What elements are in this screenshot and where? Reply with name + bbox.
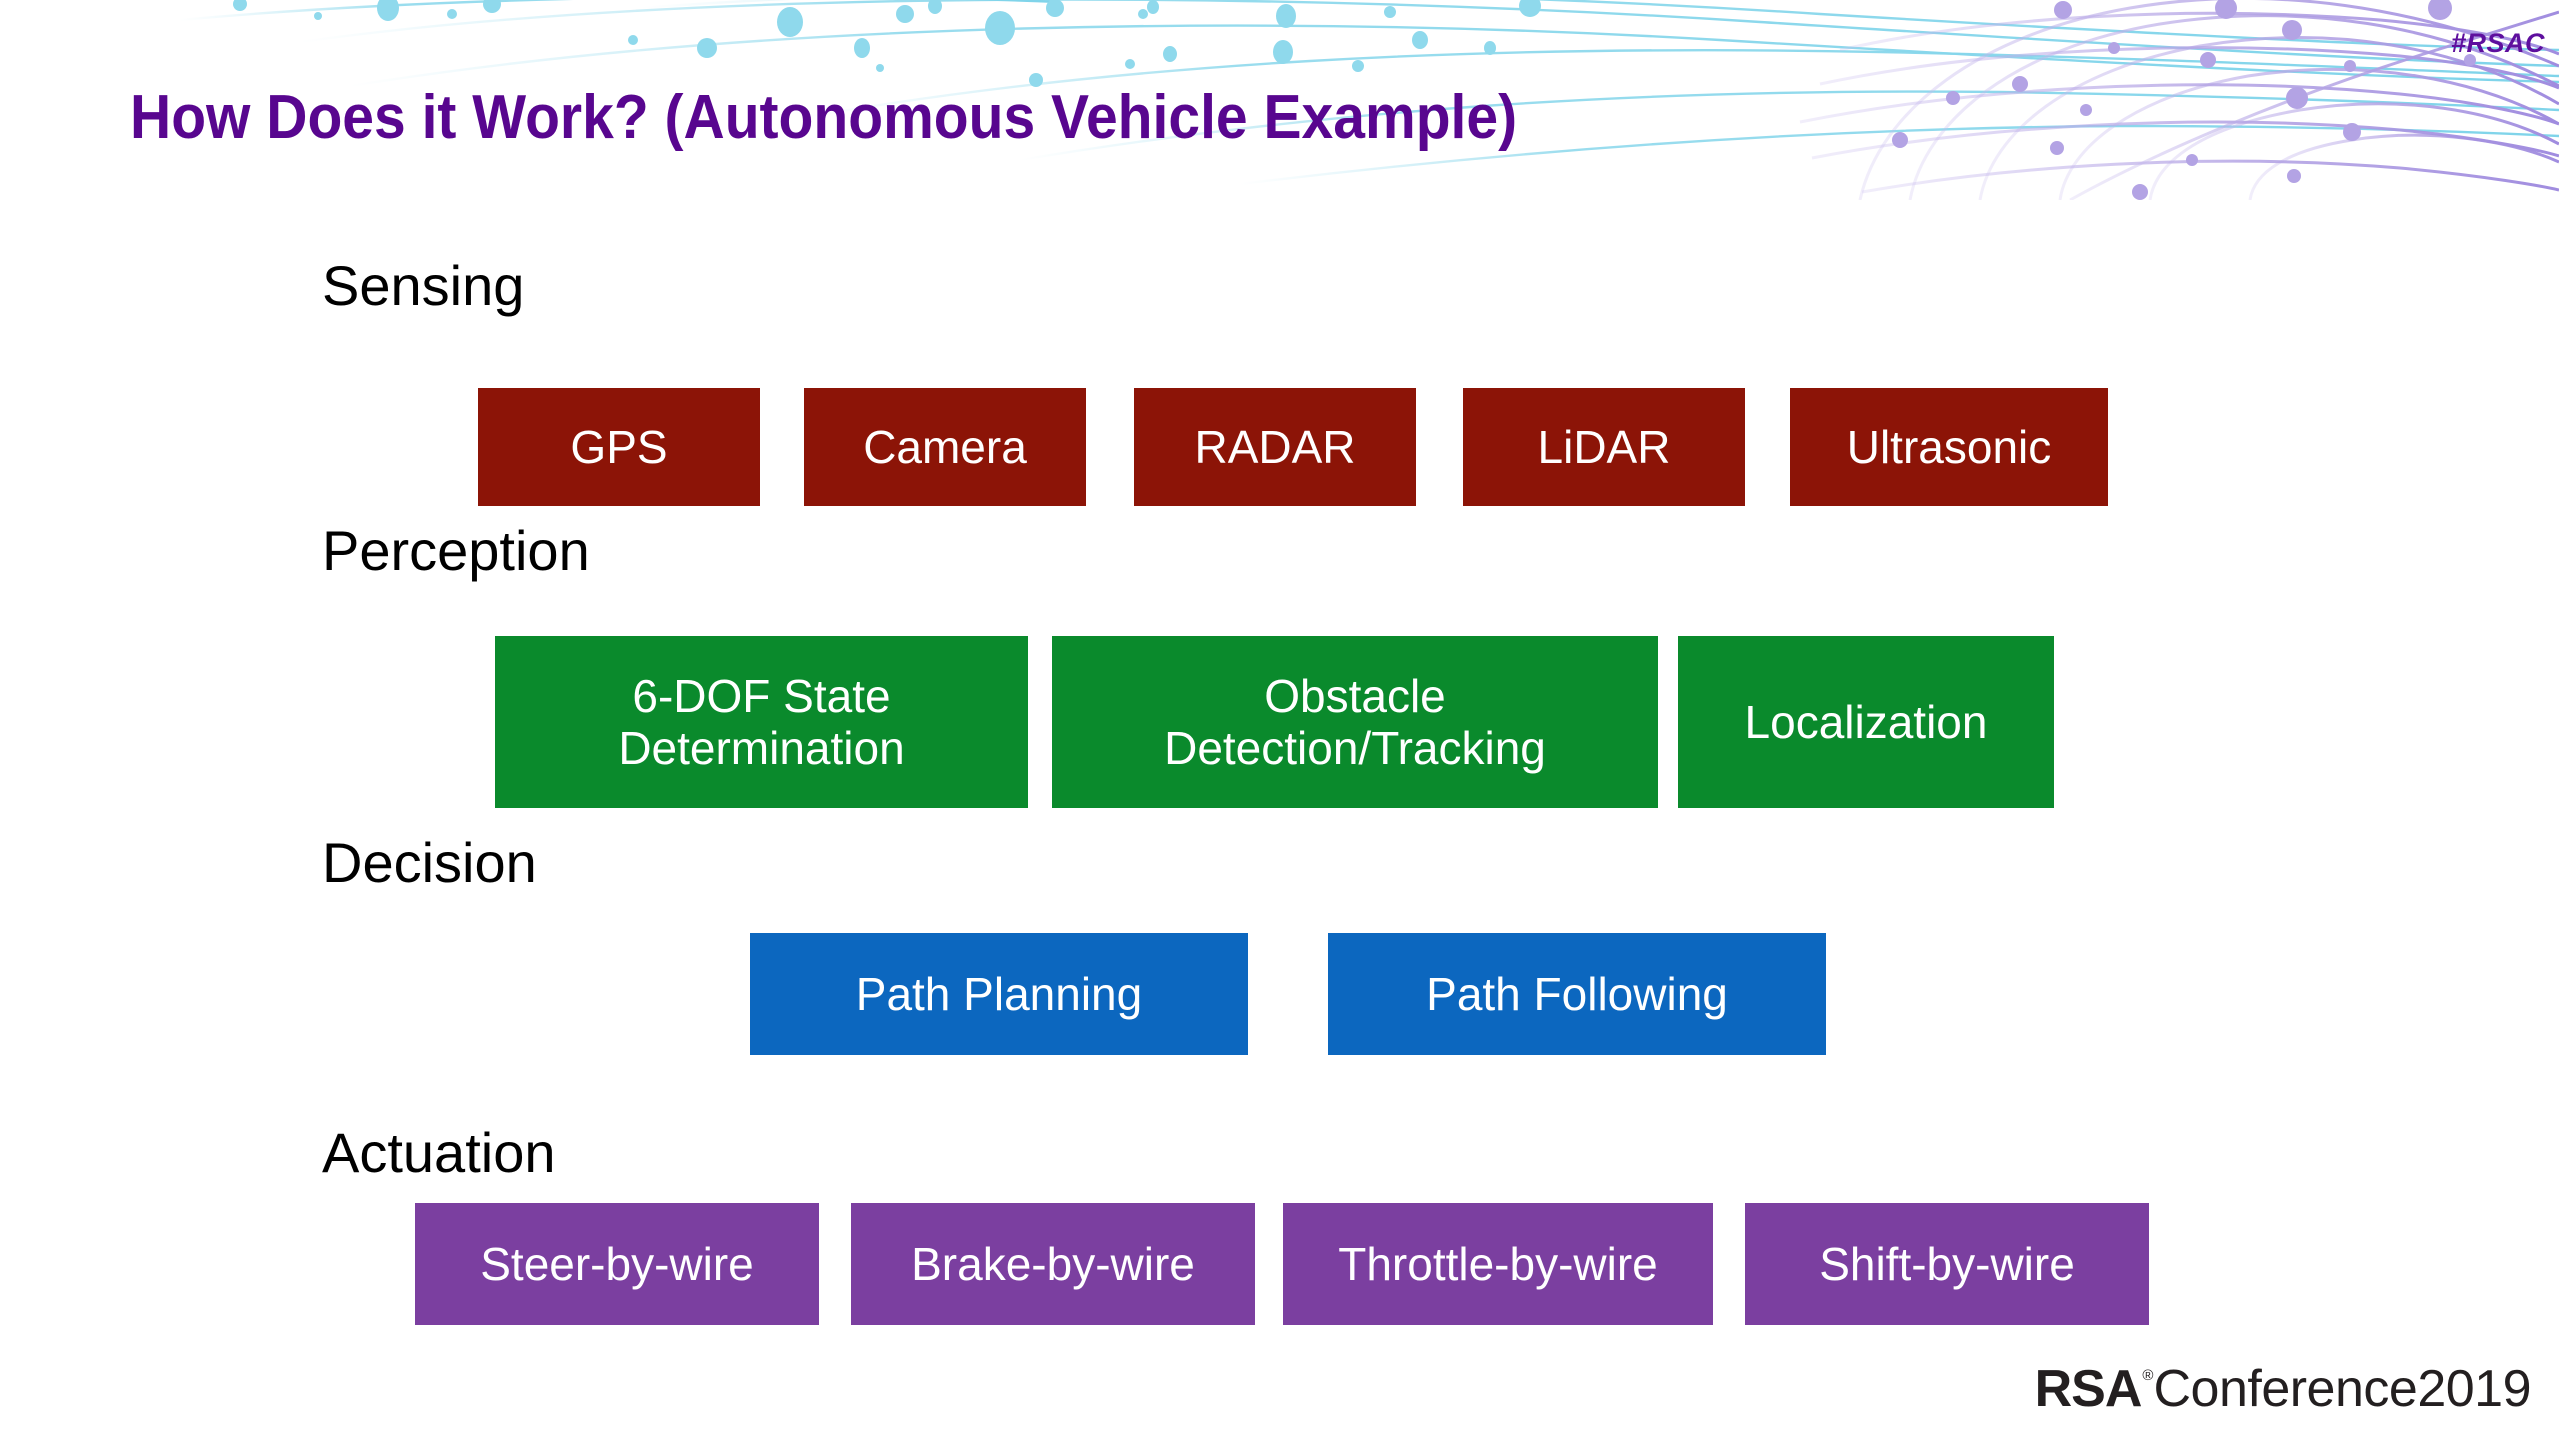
box-throttle-by-wire[interactable]: Throttle-by-wire <box>1283 1203 1713 1325</box>
box-path-planning[interactable]: Path Planning <box>750 933 1248 1055</box>
box-localization[interactable]: Localization <box>1678 636 2054 808</box>
box-obstacle-detection-tracking[interactable]: Obstacle Detection/Tracking <box>1052 636 1658 808</box>
section-label-actuation: Actuation <box>322 1121 556 1184</box>
rsa-logo-mark: RSA <box>2034 1360 2143 1418</box>
section-label-sensing: Sensing <box>322 254 525 317</box>
box-lidar[interactable]: LiDAR <box>1463 388 1745 506</box>
box-camera[interactable]: Camera <box>804 388 1086 506</box>
box-shift-by-wire[interactable]: Shift-by-wire <box>1745 1203 2149 1325</box>
rsac-hashtag: #RSAC <box>2450 28 2545 58</box>
box-ultrasonic[interactable]: Ultrasonic <box>1790 388 2108 506</box>
box-6dof-state-determination[interactable]: 6-DOF State Determination <box>495 636 1028 808</box>
section-label-perception: Perception <box>322 519 590 582</box>
box-path-following[interactable]: Path Following <box>1328 933 1826 1055</box>
section-label-decision: Decision <box>322 831 537 894</box>
box-steer-by-wire[interactable]: Steer-by-wire <box>415 1203 819 1325</box>
page-title: How Does it Work? (Autonomous Vehicle Ex… <box>130 83 1518 152</box>
rsa-conference-logo: RSA ® Conference2019 <box>2034 1359 2532 1419</box>
box-radar[interactable]: RADAR <box>1134 388 1416 506</box>
registered-trademark-icon: ® <box>2142 1367 2154 1384</box>
box-brake-by-wire[interactable]: Brake-by-wire <box>851 1203 1255 1325</box>
rsa-logo-wordmark: Conference2019 <box>2153 1360 2531 1418</box>
box-gps[interactable]: GPS <box>478 388 760 506</box>
